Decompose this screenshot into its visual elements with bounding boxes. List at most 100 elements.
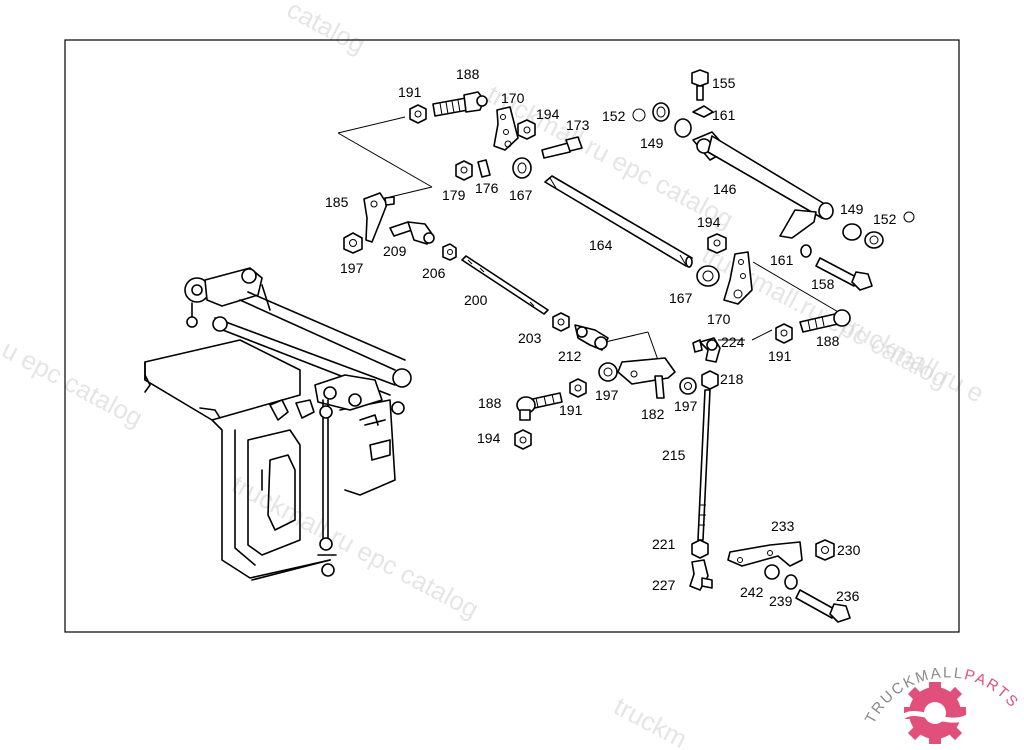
watermark-text: truckmall.ru epc catalog [227,469,484,624]
callout-label: 170 [501,90,525,106]
callout-label: 191 [559,402,583,418]
rod-200 [461,255,549,315]
transmission-housing [144,339,396,581]
nut-194-mid [707,233,727,254]
callout-label: 161 [770,252,794,268]
callout-label: 209 [383,243,407,259]
bush-149-right [842,223,862,241]
callout-label: 176 [475,180,499,196]
callout-label: 152 [602,108,626,124]
callout-label: 191 [398,84,422,100]
bracket-233 [727,541,803,567]
bolt-236 [795,589,851,623]
callout-label: 215 [662,447,686,463]
ball-joint-209 [389,221,435,245]
callout-label: 188 [478,395,502,411]
callout-label: 197 [340,260,364,276]
nut-194-lower [514,429,532,450]
callout-label: 155 [712,75,736,91]
callout-label: 185 [325,194,349,210]
watermark-text: catalog [282,0,370,60]
callout-label: 233 [771,518,795,534]
callout-label: 203 [518,330,542,346]
callout-label: 179 [442,187,466,203]
callout-label: 230 [837,542,861,558]
callout-label: 197 [674,398,698,414]
nut-179 [455,160,473,181]
callout-label: 167 [509,187,533,203]
bracket-182 [617,357,676,399]
shift-rail-assembly [184,267,412,426]
lever-185 [363,192,395,243]
callout-label: 197 [595,387,619,403]
callout-label: 242 [740,584,764,600]
ball-joint-188 [432,91,488,117]
callout-labels: 191 188 170 194 173 155 152 161 149 185 … [325,66,897,609]
callout-label: 206 [422,265,446,281]
callout-label: 227 [652,577,676,593]
callout-label: 218 [720,371,744,387]
nut-197-right [679,377,697,395]
callout-label: 173 [566,117,590,133]
washer-239 [784,574,798,590]
lever-170-upper [493,106,519,151]
callout-label: 200 [464,292,488,308]
callout-label: 149 [640,135,664,151]
brand-logo: TRUCKMALLPARTS [862,664,1023,744]
callout-label: 170 [707,311,731,327]
diagram-frame [64,39,960,633]
callout-label: 239 [769,593,793,609]
ball-joint-212 [574,324,609,351]
bush-167-upper [512,157,532,179]
washer-161-right [800,244,812,258]
callout-label: 161 [712,107,736,123]
nut-206 [442,243,457,261]
callout-label: 167 [669,290,693,306]
callout-label: 152 [873,211,897,227]
watermark: catalog truckmall.ru epc catalog u epc c… [0,0,989,750]
shaft-164 [544,175,693,268]
nut-197-center [598,362,618,382]
nut-197-left [343,232,363,254]
nut-221 [691,539,709,559]
ball-joint-188-right [799,309,851,333]
callout-label: 158 [811,276,835,292]
callout-label: 224 [721,334,745,350]
callout-label: 149 [840,201,864,217]
nut-218 [701,370,719,390]
bolt-173 [541,136,583,159]
callout-label: 164 [589,237,613,253]
washer-161-upper [692,105,714,118]
bolt-158 [815,257,873,291]
elbow-joint-224 [692,337,721,363]
watermark-text: u epc catalog [0,334,148,433]
callout-label: 194 [697,214,721,230]
bolt-155 [691,69,709,101]
washer-176 [477,159,491,178]
callout-label: 182 [641,406,665,422]
nut-191 [409,104,427,124]
vertical-rod [317,399,337,577]
callout-label: 188 [816,333,840,349]
callout-label: 236 [836,588,860,604]
gear-icon [898,682,977,744]
nut-194-upper [517,119,536,140]
callout-label: 194 [477,430,501,446]
circlip-152-upper [632,108,646,122]
nut-230 [815,539,835,561]
nut-191-right [775,323,793,344]
callout-label: 188 [456,66,480,82]
lever-170-mid [723,251,753,305]
callout-label: 146 [713,181,737,197]
leader-lines [337,116,841,361]
washer-242 [764,564,780,580]
shaft-146 [692,131,834,239]
bush-149-upper [652,102,670,122]
ball-joint-188-lower [516,392,563,421]
rod-215 [697,389,711,541]
brand-name-part2: PARTS [963,666,1023,711]
callout-label: 194 [536,106,560,122]
nut-203 [552,312,570,332]
callout-label: 212 [558,348,582,364]
